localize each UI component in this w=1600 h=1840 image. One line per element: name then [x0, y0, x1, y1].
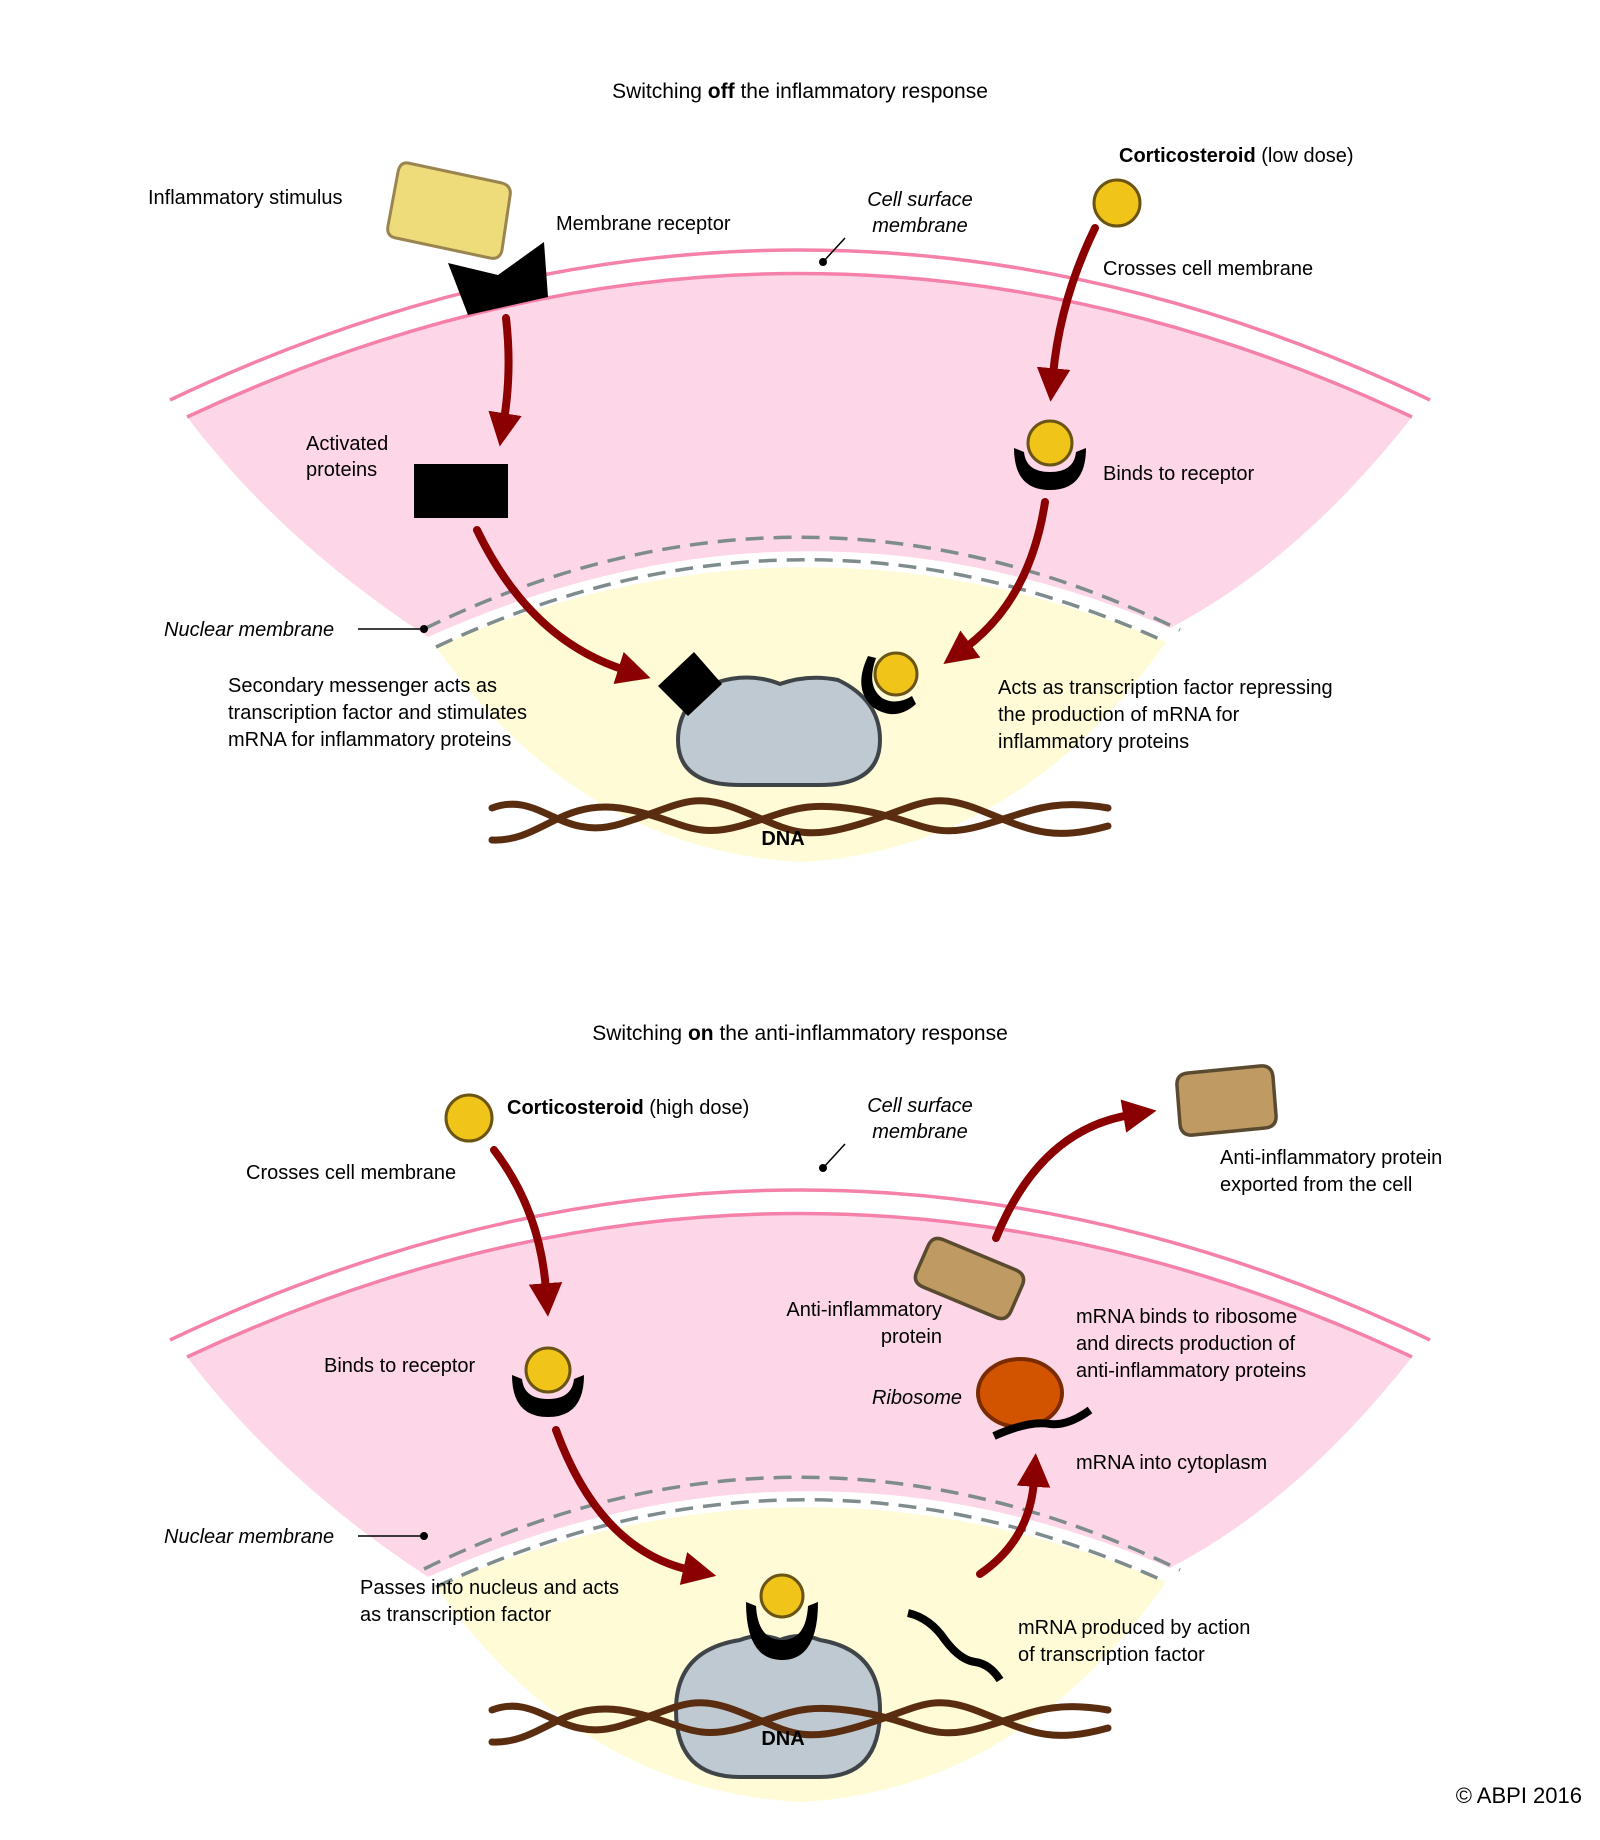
mrna-binds-line2: and directs production of: [1076, 1333, 1295, 1355]
exported-anti-inflammatory-protein-shape: [1175, 1064, 1278, 1137]
secondary-messenger-line1: Secondary messenger acts as: [228, 675, 497, 697]
bottom-panel: Switching on the anti-inflammatory respo…: [164, 1022, 1442, 1802]
corticosteroid-high-dose-label: Corticosteroid (high dose): [507, 1097, 749, 1119]
arrow-mrna-to-cytoplasm: [976, 1453, 1051, 1578]
mrna-binds-line1: mRNA binds to ribosome: [1076, 1306, 1297, 1328]
secondary-messenger-line2: transcription factor and stimulates: [228, 702, 527, 724]
passes-into-nucleus-line2: as transcription factor: [360, 1604, 552, 1626]
cell-membrane-inner: [186, 1211, 1413, 1359]
mrna-strand-icon: [906, 1609, 1004, 1683]
exported-protein-line2: exported from the cell: [1220, 1174, 1412, 1196]
dna-helix-icon: [488, 1699, 1112, 1746]
secondary-messenger-line3: mRNA for inflammatory proteins: [228, 729, 511, 751]
bound-corticosteroid-icon: [524, 1346, 572, 1394]
copyright-notice: © ABPI 2016: [1456, 1783, 1582, 1808]
ribosome-mrna-strand-icon: [992, 1406, 1093, 1440]
bound-corticosteroid-on-protein-icon: [759, 1573, 805, 1619]
crosses-cell-membrane-label: Crosses cell membrane: [1103, 258, 1313, 280]
transcription-protein-shape: [675, 675, 883, 787]
cell-surface-membrane-label-line1: Cell surface: [867, 1095, 973, 1117]
top-panel-title: Switching off the inflammatory response: [612, 80, 988, 103]
binds-to-receptor-label: Binds to receptor: [324, 1355, 476, 1377]
anti-inflammatory-protein-line1: Anti-inflammatory: [786, 1299, 942, 1321]
nuclear-membrane-inner: [435, 1498, 1167, 1589]
bound-receptor-on-protein-icon: [746, 1602, 818, 1660]
nuclear-membrane-inner: [435, 558, 1167, 649]
mrna-produced-line2: of transcription factor: [1018, 1644, 1205, 1666]
acts-as-tf-line3: inflammatory proteins: [998, 731, 1189, 753]
corticosteroid-molecule-icon: [444, 1093, 494, 1143]
nuclear-membrane-label: Nuclear membrane: [164, 1526, 334, 1548]
corticosteroid-molecule-icon: [1092, 178, 1142, 228]
cytoplasmic-receptor-icon: [512, 1375, 584, 1417]
cell-membrane-outer: [169, 248, 1431, 402]
passes-into-nucleus-line1: Passes into nucleus and acts: [360, 1577, 619, 1599]
cell-membrane-pointer-dot: [819, 1164, 827, 1172]
arrow-receptor-to-nucleus: [943, 498, 1049, 664]
cytoplasmic-receptor-icon: [1014, 448, 1086, 490]
dna-helix-icon: [488, 797, 1112, 844]
bound-corticosteroid-on-protein-icon: [873, 651, 919, 697]
cytoplasm-region: [187, 273, 1412, 637]
cell-surface-membrane-label-line1: Cell surface: [867, 189, 973, 211]
arrow-protein-export: [992, 1099, 1157, 1242]
top-panel: Switching off the inflammatory response …: [148, 80, 1431, 862]
arrow-corticosteroid-to-receptor: [490, 1146, 563, 1317]
anti-inflammatory-protein-shape: [913, 1236, 1026, 1321]
arrow-receptor-to-activated-proteins: [488, 314, 522, 447]
membrane-receptor-label: Membrane receptor: [556, 213, 731, 235]
mrna-into-cytoplasm-label: mRNA into cytoplasm: [1076, 1452, 1267, 1474]
bound-corticosteroid-icon: [1026, 419, 1074, 467]
inflammatory-stimulus-label: Inflammatory stimulus: [148, 187, 343, 209]
cell-membrane-pointer: [822, 237, 846, 263]
anti-inflammatory-protein-line2: protein: [881, 1326, 942, 1348]
nuclear-membrane-pointer-dot: [420, 625, 428, 633]
bottom-panel-title: Switching on the anti-inflammatory respo…: [592, 1022, 1008, 1045]
cell-surface-membrane-label-line2: membrane: [872, 1121, 968, 1143]
corticosteroid-low-dose-label: Corticosteroid (low dose): [1119, 145, 1354, 167]
cell-membrane-pointer-dot: [819, 258, 827, 266]
arrow-receptor-to-nucleus: [552, 1426, 717, 1585]
arrow-activated-to-nucleus: [473, 526, 651, 684]
nuclear-membrane-outer: [423, 1475, 1181, 1572]
nuclear-membrane-outer: [423, 535, 1181, 632]
membrane-receptor-shape: [448, 242, 548, 315]
cell-membrane-outer: [169, 1188, 1431, 1342]
activated-proteins-label-line1: Activated: [306, 433, 388, 455]
cell-surface-membrane-label-line2: membrane: [872, 215, 968, 237]
exported-protein-line1: Anti-inflammatory protein: [1220, 1147, 1442, 1169]
bound-activated-protein-shape: [658, 652, 722, 716]
mrna-binds-line3: anti-inflammatory proteins: [1076, 1360, 1306, 1382]
bound-receptor-on-protein-icon: [861, 656, 916, 715]
arrow-corticosteroid-to-receptor: [1036, 224, 1099, 402]
nuclear-membrane-pointer-dot: [420, 1532, 428, 1540]
activated-proteins-label-line2: proteins: [306, 459, 377, 481]
cell-membrane-pointer: [822, 1143, 846, 1169]
activated-proteins-shape: [414, 464, 508, 518]
crosses-cell-membrane-label: Crosses cell membrane: [246, 1162, 456, 1184]
acts-as-tf-line2: the production of mRNA for: [998, 704, 1240, 726]
mrna-produced-line1: mRNA produced by action: [1018, 1617, 1250, 1639]
inflammatory-stimulus-shape: [386, 161, 512, 260]
dna-label: DNA: [761, 1728, 804, 1750]
binds-to-receptor-label: Binds to receptor: [1103, 463, 1255, 485]
acts-as-tf-line1: Acts as transcription factor repressing: [998, 677, 1333, 699]
ribosome-icon: [976, 1357, 1064, 1429]
ribosome-label: Ribosome: [872, 1387, 962, 1409]
cell-membrane-inner: [186, 271, 1413, 419]
cytoplasm-region: [187, 1213, 1412, 1577]
dna-label: DNA: [761, 828, 804, 850]
nuclear-membrane-label: Nuclear membrane: [164, 619, 334, 641]
